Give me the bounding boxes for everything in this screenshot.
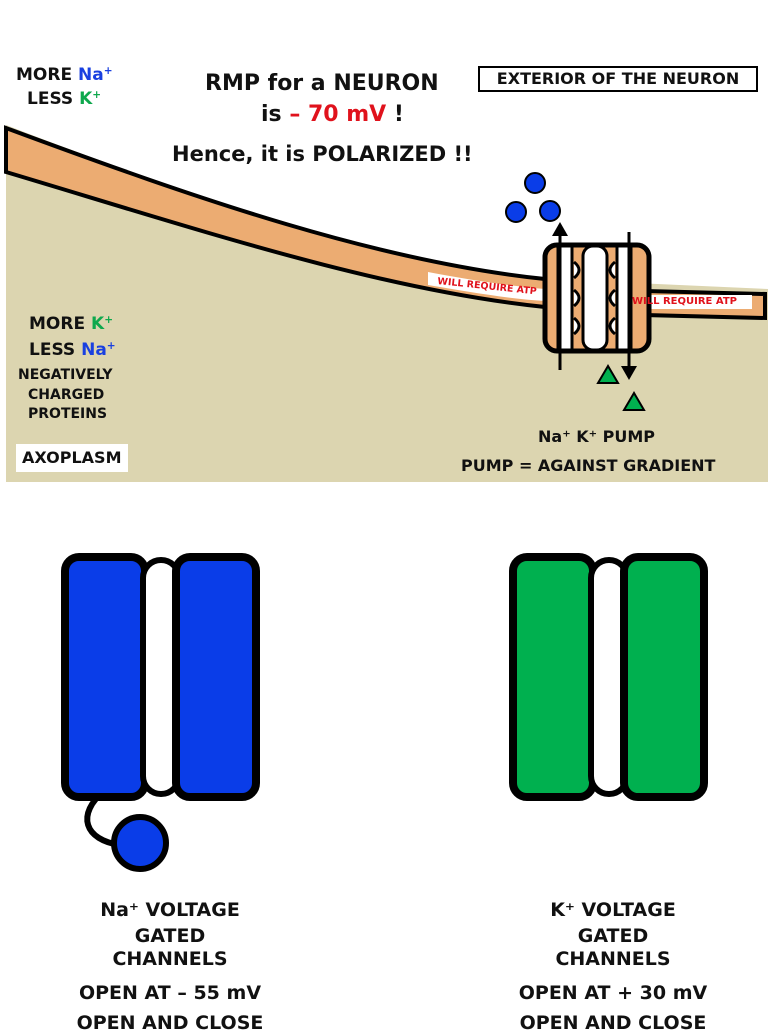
- na-channel-title3: CHANNELS: [112, 948, 228, 970]
- potassium-ion: [596, 364, 620, 384]
- plus-sup: +: [104, 314, 114, 327]
- potassium-ion: [622, 391, 646, 411]
- pump-label: Na⁺ K⁺ PUMP: [538, 427, 655, 446]
- axoplasm-less-na: LESS Na+: [29, 340, 116, 360]
- title-bang: !: [393, 102, 404, 127]
- k-channel-title2: GATED: [577, 925, 649, 947]
- sodium-ion: [539, 200, 561, 222]
- plus-sup: +: [92, 89, 102, 102]
- axoplasm-label: AXOPLASM: [16, 444, 128, 472]
- pump-desc: PUMP = AGAINST GRADIENT: [461, 456, 716, 475]
- na-symbol: Na: [81, 340, 107, 360]
- plus-sup: +: [103, 65, 113, 78]
- rmp-value: – 70 mV: [289, 102, 387, 127]
- k-symbol: K: [79, 89, 93, 109]
- less-text: LESS: [27, 89, 74, 109]
- more-text: MORE: [16, 65, 73, 85]
- k-channel-open: OPEN AT + 30 mV: [518, 982, 708, 1004]
- k-channel-cutoff: OPEN AND CLOSE: [519, 1012, 707, 1034]
- atp-strip-right: [624, 295, 752, 309]
- exterior-less-k: LESS K+: [27, 89, 101, 109]
- atp-strip-left: [428, 272, 545, 301]
- na-symbol: Na: [78, 65, 104, 85]
- na-voltage-channel-icon: [61, 553, 260, 872]
- negatively-text: NEGATIVELY: [18, 367, 113, 383]
- exterior-label: EXTERIOR OF THE NEURON: [478, 66, 758, 92]
- plus-sup: +: [106, 340, 116, 353]
- k-channel-title3: CHANNELS: [555, 948, 671, 970]
- na-channel-cutoff: OPEN AND CLOSE: [76, 1012, 264, 1034]
- less-text: LESS: [29, 340, 76, 360]
- k-voltage-channel-icon: [509, 553, 708, 801]
- na-channel-title2: GATED: [134, 925, 206, 947]
- k-channel-title1: K⁺ VOLTAGE: [550, 899, 676, 921]
- title-line3: Hence, it is POLARIZED !!: [172, 142, 473, 166]
- exterior-more-na: MORE Na+: [16, 65, 113, 85]
- axoplasm-more-k: MORE K+: [29, 314, 113, 334]
- title-is: is: [261, 102, 282, 127]
- na-channel-open: OPEN AT – 55 mV: [78, 982, 262, 1004]
- title-line2: is – 70 mV !: [261, 102, 404, 127]
- k-symbol: K: [91, 314, 105, 334]
- sodium-ion: [505, 201, 527, 223]
- proteins-text: PROTEINS: [28, 406, 108, 422]
- atp-label-right: WILL REQUIRE ATP: [632, 296, 737, 307]
- na-k-pump: [542, 222, 652, 380]
- na-channel-title1: Na⁺ VOLTAGE: [100, 899, 240, 921]
- title-line1: RMP for a NEURON: [205, 71, 439, 96]
- charged-text: CHARGED: [28, 387, 105, 403]
- sodium-ion: [524, 172, 546, 194]
- more-text: MORE: [29, 314, 86, 334]
